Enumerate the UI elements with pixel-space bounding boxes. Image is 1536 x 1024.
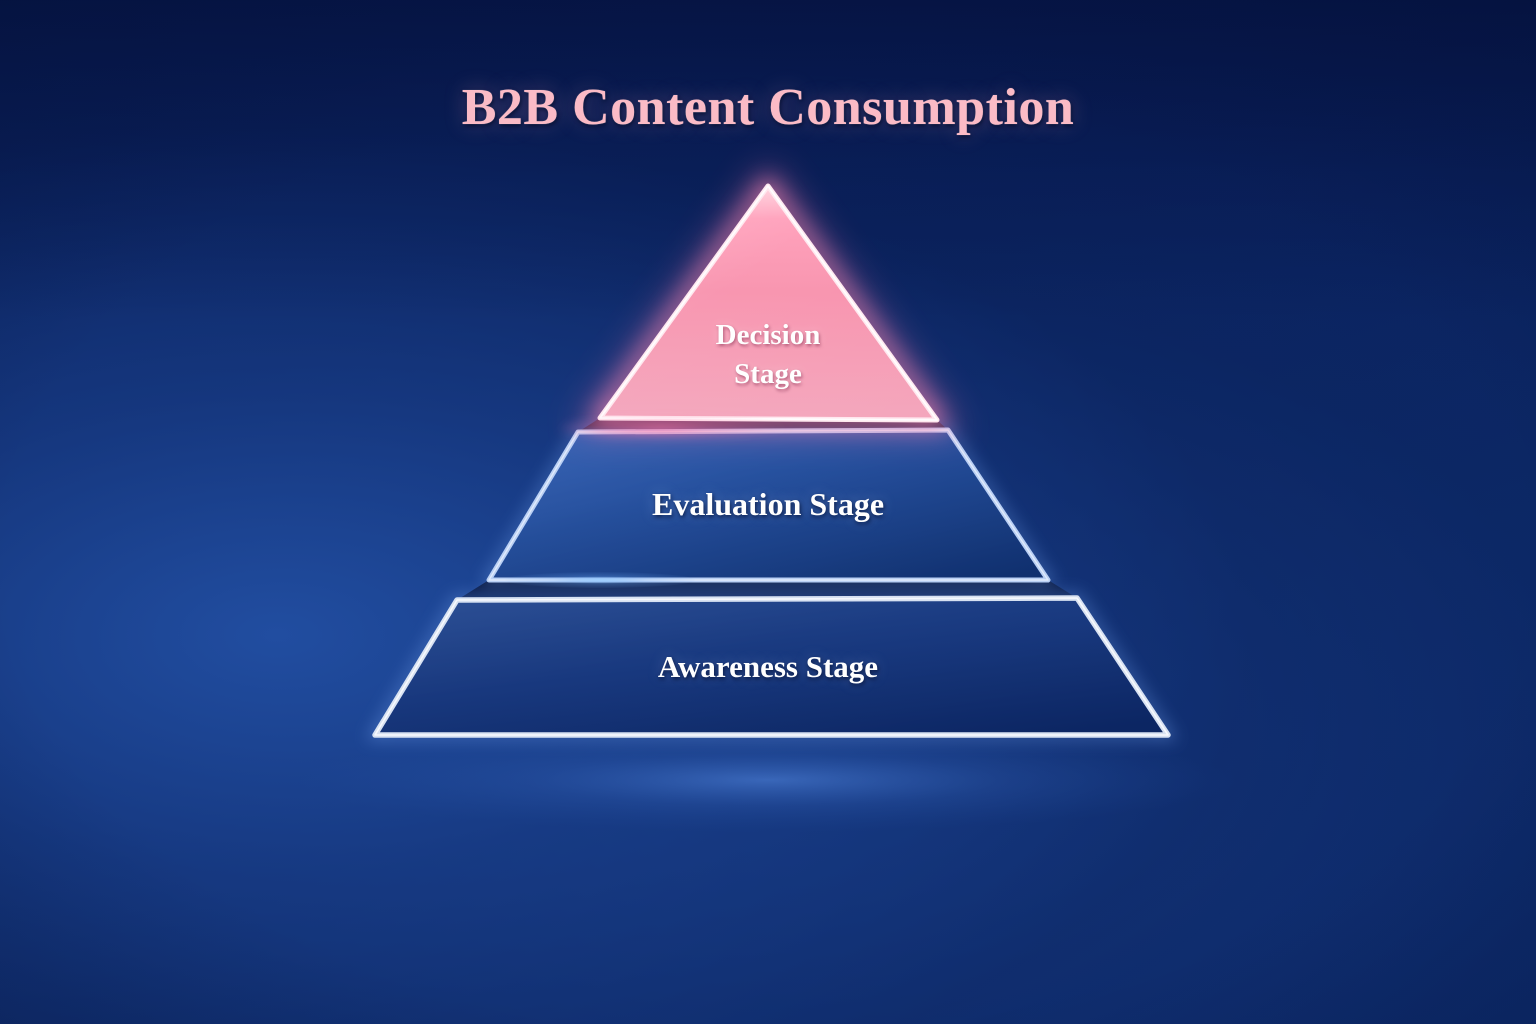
page-title: B2B Content Consumption — [461, 79, 1075, 136]
decision-sheen — [600, 186, 937, 420]
evaluation-edge-streak — [505, 572, 695, 588]
awareness-sheen — [375, 598, 1168, 735]
pyramid-layer-evaluation[interactable] — [480, 418, 1058, 588]
decision-base-streak — [560, 419, 800, 437]
pyramid-layer-decision[interactable] — [560, 163, 963, 437]
evaluation-sheen — [489, 430, 1048, 580]
awareness-outline-hilite — [374, 597, 1169, 736]
decision-outline-hilite — [599, 185, 938, 421]
floor-glow — [298, 728, 1238, 832]
pyramid-layer-awareness[interactable] — [365, 580, 1179, 741]
